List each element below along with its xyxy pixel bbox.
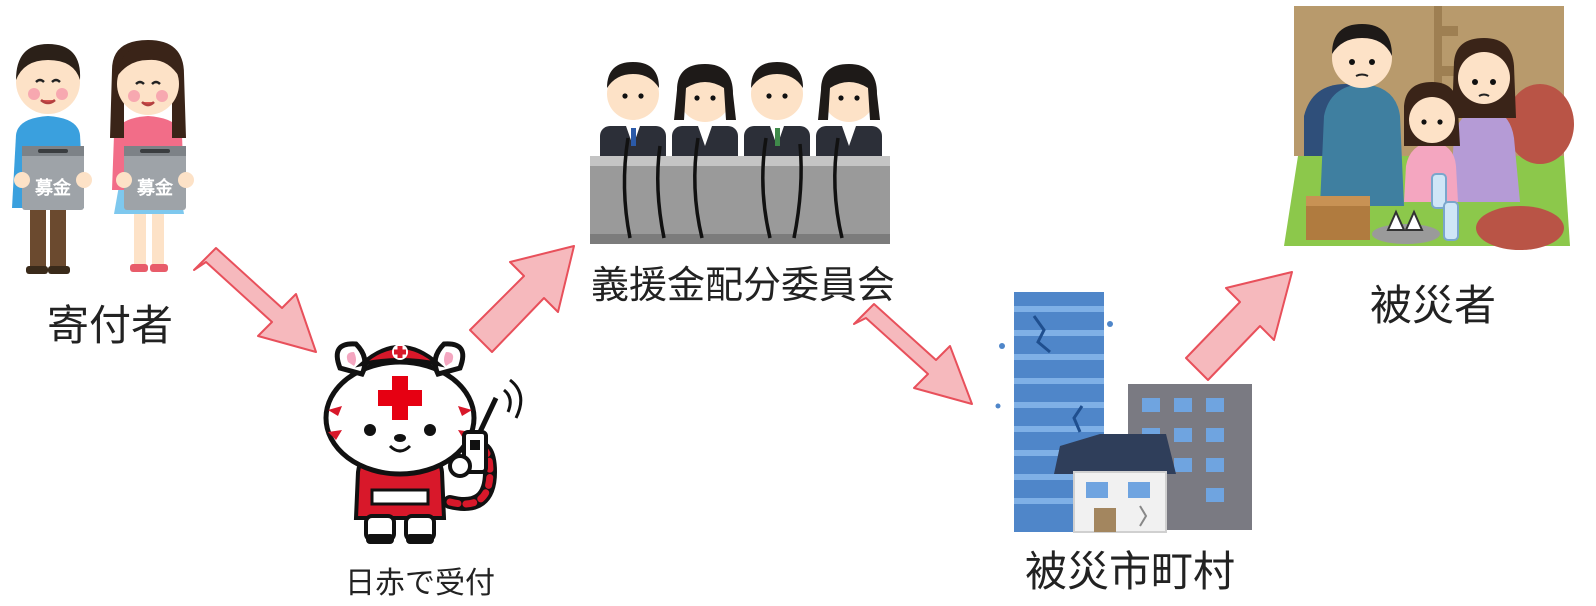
committee-image	[590, 62, 890, 244]
committee-label: 義援金配分委員会	[590, 263, 895, 307]
donation-box-text-right: 募金	[136, 177, 174, 199]
donors-image: 募金 募金	[12, 40, 194, 274]
arrow-jrc-to-committee	[462, 238, 582, 358]
jrc-mascot-illustration	[300, 322, 540, 550]
mascot-image	[323, 341, 523, 544]
municipality-label: 被災市町村	[1024, 547, 1235, 596]
committee-illustration	[590, 38, 890, 244]
victims-illustration	[1284, 6, 1574, 256]
victims-label: 被災者	[1369, 281, 1496, 330]
donation-box-right: 募金	[116, 146, 194, 210]
municipality-illustration	[990, 286, 1260, 536]
donors-illustration: 募金 募金	[8, 30, 208, 275]
jrc-label: 日赤で受付	[345, 566, 495, 601]
donors-label: 寄付者	[46, 301, 173, 350]
donation-box-text-left: 募金	[34, 177, 72, 199]
arrow-municipality-to-victims	[1178, 264, 1298, 384]
victims-image	[1284, 6, 1574, 250]
arrow-donors-to-jrc	[186, 240, 326, 360]
municipality-image	[995, 292, 1252, 533]
arrow-committee-to-municipality	[848, 300, 978, 410]
donation-box-left: 募金	[14, 146, 92, 210]
